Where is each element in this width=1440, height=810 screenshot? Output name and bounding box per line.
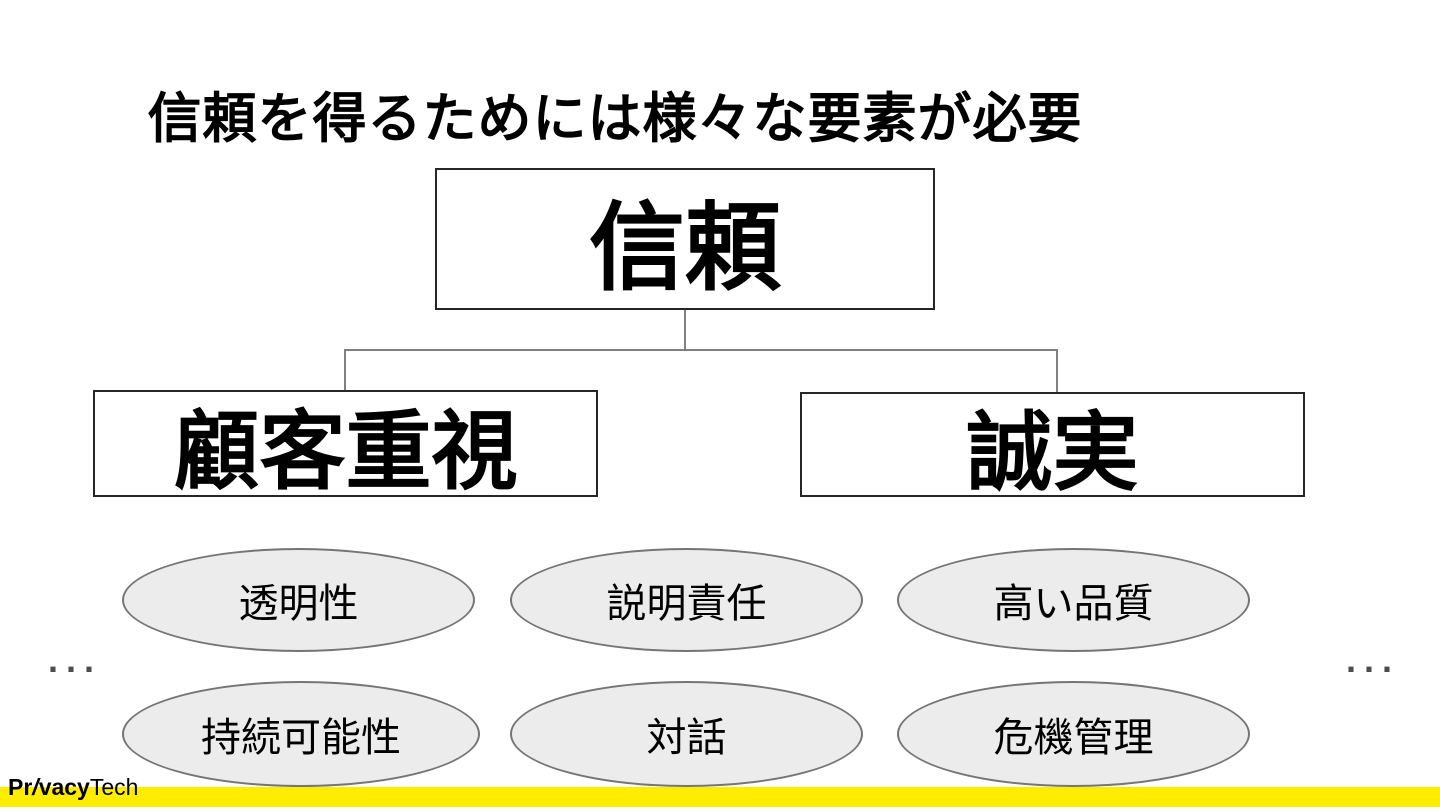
slide-title: 信頼を得るためには様々な要素が必要 (147, 89, 1083, 149)
connector-root-vertical (684, 310, 686, 350)
logo-text-pr: Pr (8, 774, 33, 800)
logo-text-vacy: vacy (38, 774, 90, 800)
factor-ellipse-accountability: 説明責任 (510, 548, 863, 652)
ellipsis-right: ... (1346, 639, 1401, 680)
customer-focus-label: 顧客重視 (173, 404, 518, 500)
bottom-accent-bar (0, 787, 1440, 807)
connector-right-vertical (1056, 349, 1058, 392)
integrity-box: 誠実 (800, 392, 1305, 501)
privacytech-logo: Pr/vacyTech (8, 776, 138, 799)
integrity-label: 誠実 (966, 405, 1139, 501)
factor-ellipse-dialogue: 対話 (510, 681, 863, 787)
trust-root-box: 信頼 (435, 168, 935, 310)
logo-slash: / (32, 774, 39, 800)
factor-label: 危機管理 (993, 716, 1154, 760)
connector-left-vertical (344, 349, 346, 390)
factor-label: 対話 (646, 716, 727, 760)
customer-focus-box: 顧客重視 (93, 390, 598, 500)
connector-horizontal (344, 349, 1058, 351)
factor-label: 高い品質 (993, 582, 1154, 626)
factor-ellipse-sustainability: 持続可能性 (122, 681, 480, 787)
factor-ellipse-high-quality: 高い品質 (897, 548, 1250, 652)
factor-label: 説明責任 (606, 582, 767, 626)
trust-root-label: 信頼 (589, 194, 781, 302)
factor-label: 持続可能性 (201, 716, 401, 760)
ellipsis-left: ... (48, 639, 103, 680)
factor-ellipse-crisis-management: 危機管理 (897, 681, 1250, 787)
factor-label: 透明性 (238, 582, 359, 626)
logo-text-tech: Tech (89, 774, 139, 800)
factor-ellipse-transparency: 透明性 (122, 548, 475, 652)
